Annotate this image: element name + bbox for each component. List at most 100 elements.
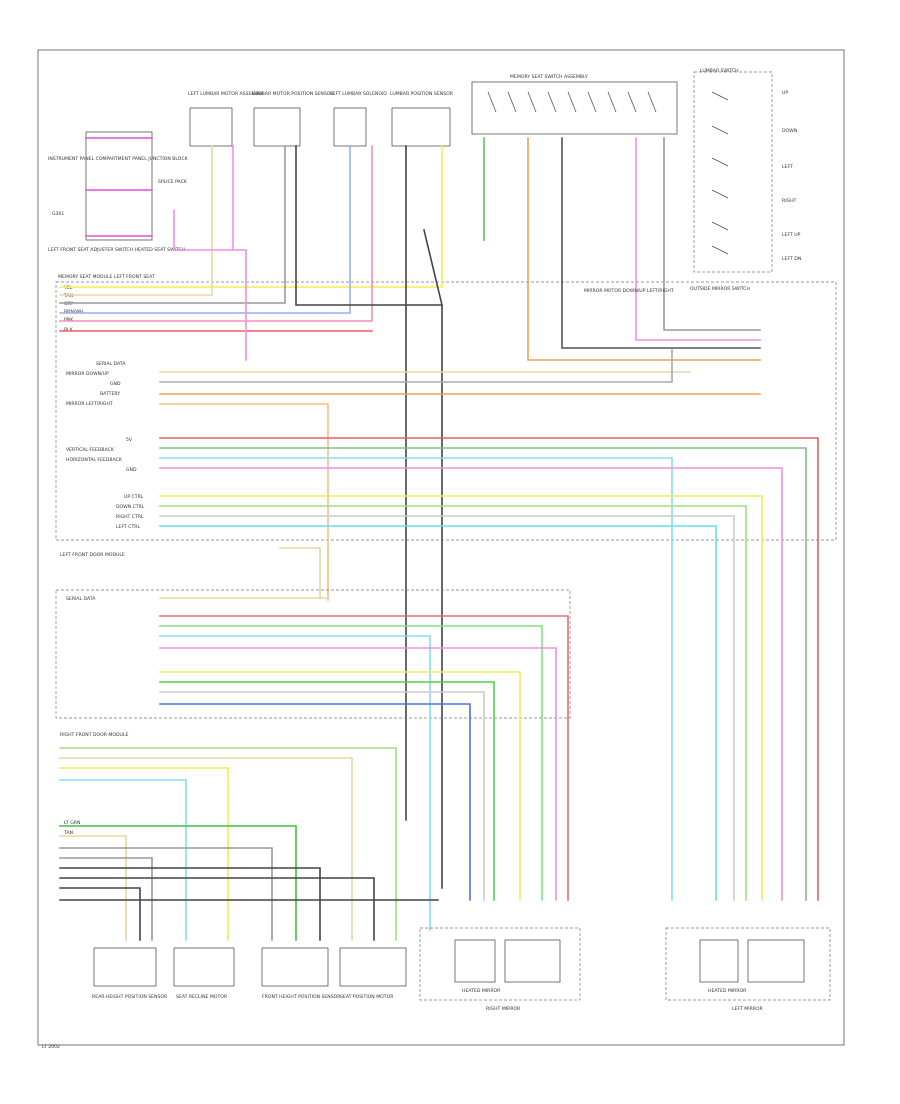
wire-cyan-door bbox=[159, 635, 431, 931]
wire-label-5: BLK bbox=[64, 327, 74, 333]
wire-white-ctrl bbox=[159, 515, 735, 901]
wire-label-0: YEL bbox=[63, 285, 73, 291]
wire-blue-door bbox=[159, 703, 471, 901]
module-row-c-0: UP CTRL bbox=[124, 494, 144, 500]
left-lumbar-motor-label: LEFT LUMBAR MOTOR ASSEMBLY bbox=[188, 91, 263, 97]
wire-yellow-door bbox=[159, 671, 521, 901]
wire-label-4: PNK bbox=[64, 317, 74, 323]
memory-switch-contacts bbox=[487, 91, 657, 113]
seat-recline-motor-label: SEAT RECLINE MOTOR bbox=[176, 994, 228, 1000]
wire-pink-feedback bbox=[159, 467, 783, 901]
right-mirror-label: RIGHT MIRROR bbox=[486, 1006, 521, 1012]
wire-label-2: GRY bbox=[64, 301, 73, 307]
wire-label-3: BRN/WH bbox=[64, 309, 83, 315]
wire-yellow-low bbox=[59, 767, 229, 941]
switch-label-4: LEFT UP bbox=[782, 232, 801, 238]
lumbar-switch-contacts bbox=[711, 91, 729, 255]
instrument-panel-box bbox=[85, 131, 153, 241]
mirror-motor-note: MIRROR MOTOR DOWN/UP LEFT/RIGHT bbox=[584, 288, 674, 294]
module-row-c-3: LEFT CTRL bbox=[116, 524, 140, 530]
wire-cyan-low bbox=[59, 779, 187, 941]
module-row-a-4: MIRROR LEFT/RIGHT bbox=[66, 401, 113, 407]
left-mirror-motor-2 bbox=[747, 939, 805, 983]
driver-door-module-box bbox=[55, 589, 571, 719]
wire-red-door bbox=[159, 615, 569, 901]
wire-tan-top bbox=[59, 145, 213, 296]
wire-blue-top bbox=[59, 145, 351, 314]
front-height-sensor-label: FRONT HEIGHT POSITION SENSOR bbox=[262, 994, 341, 1000]
rear-sensor-label: REAR HEIGHT POSITION SENSOR bbox=[92, 994, 168, 1000]
instrument-panel-label: INSTRUMENT PANEL COMPARTMENT PANEL JUNCT… bbox=[48, 156, 189, 162]
left-lumbar-solenoid-box bbox=[333, 107, 367, 147]
left-mirror-label: LEFT MIRROR bbox=[732, 1006, 764, 1012]
right-mirror-heated: HEATED MIRROR bbox=[462, 988, 501, 994]
lumbar-motor-position-box bbox=[253, 107, 301, 147]
wire-yellow-top bbox=[59, 145, 443, 288]
wire-red-feedback bbox=[159, 437, 819, 901]
seat-position-motor-label: SEAT POSITION MOTOR bbox=[340, 994, 394, 1000]
right-mirror-box bbox=[419, 927, 581, 1001]
driver-door-module-label: LEFT FRONT DOOR MODULE bbox=[60, 552, 125, 558]
wire-black-bottom-1 bbox=[59, 867, 321, 941]
lumbar-switch-box bbox=[693, 71, 773, 273]
wire-orange-row-2 bbox=[159, 403, 329, 601]
right-mirror-motor-1 bbox=[454, 939, 496, 983]
wire-gray-top bbox=[59, 145, 286, 304]
wire-pink-ip-vert bbox=[173, 209, 247, 361]
memory-switch-assembly-label: MEMORY SEAT SWITCH ASSEMBLY bbox=[510, 74, 588, 80]
wire-gray-bottom-1 bbox=[59, 847, 273, 941]
module-row-b-1: VERTICAL FEEDBACK bbox=[66, 447, 115, 453]
module-row-a-1: MIRROR DOWN/UP bbox=[66, 371, 109, 377]
switch-label-3: RIGHT bbox=[782, 198, 797, 204]
right-door-module-label: RIGHT FRONT DOOR MODULE bbox=[60, 732, 128, 738]
wire-black-bottom-3 bbox=[59, 887, 141, 941]
rear-sensor-box bbox=[93, 947, 157, 987]
wire-tan-low bbox=[59, 757, 353, 941]
module-row-c-1: DOWN CTRL bbox=[116, 504, 145, 510]
wire-lightgreen-ctrl bbox=[159, 505, 747, 901]
module-row-b-0: 5V bbox=[126, 437, 133, 443]
wire-pink-top bbox=[59, 145, 373, 322]
left-mirror-heated: HEATED MIRROR bbox=[708, 988, 747, 994]
wire-green-door bbox=[159, 625, 543, 901]
wire-lightgreen-low bbox=[59, 747, 397, 941]
module-row-a-2: GND bbox=[110, 381, 121, 387]
memory-seat-module-label: MEMORY SEAT MODULE LEFT FRONT SEAT bbox=[58, 274, 155, 280]
outer-frame bbox=[37, 49, 845, 1046]
wire-black-top bbox=[295, 145, 443, 889]
lumbar-motor-position-label: LUMBAR MOTOR POSITION SENSOR bbox=[252, 91, 334, 97]
wire-black-top-3 bbox=[423, 229, 443, 306]
wire-gray-row bbox=[159, 349, 673, 383]
bottom-row-1: TAN bbox=[63, 830, 73, 836]
lumbar-switch-label: LUMBAR SWITCH bbox=[700, 68, 739, 74]
wire-green-bottom bbox=[59, 825, 297, 941]
seat-recline-motor-box bbox=[173, 947, 235, 987]
wire-white-door bbox=[159, 691, 485, 901]
wire-tan-bottom bbox=[59, 835, 127, 941]
wire-gray-vert-right bbox=[663, 137, 761, 331]
module-row-a-0: SERIAL DATA bbox=[96, 361, 126, 367]
switch-label-5: LEFT DN bbox=[782, 256, 801, 262]
lumbar-position-sensor-box bbox=[391, 107, 451, 147]
bottom-row-0: LT GRN bbox=[64, 820, 80, 826]
serial-data-label: SERIAL DATA bbox=[66, 596, 96, 602]
wire-gray-bottom-2 bbox=[59, 857, 153, 941]
left-lumbar-motor-box bbox=[189, 107, 233, 147]
left-lumbar-solenoid-label: LEFT LUMBAR SOLENOID bbox=[330, 91, 387, 97]
module-row-b-3: GND bbox=[126, 467, 137, 473]
left-mirror-box bbox=[665, 927, 831, 1001]
wire-pink-vert-right bbox=[635, 137, 761, 341]
mirror-switch-label: OUTSIDE MIRROR SWITCH bbox=[690, 286, 750, 292]
wire-cyan-feedback bbox=[159, 457, 673, 901]
seat-position-motor-box bbox=[339, 947, 407, 987]
wire-cyan-ctrl bbox=[159, 525, 717, 901]
left-mirror-motor-1 bbox=[699, 939, 739, 983]
wire-orange-vert bbox=[527, 137, 761, 361]
switch-label-1: DOWN bbox=[782, 128, 797, 134]
lumbar-position-sensor-label: LUMBAR POSITION SENSOR bbox=[390, 91, 454, 97]
module-row-a-3: BATTERY bbox=[100, 391, 120, 397]
wire-tan-door-2 bbox=[279, 547, 321, 599]
memory-switch-assembly-box bbox=[471, 81, 678, 135]
